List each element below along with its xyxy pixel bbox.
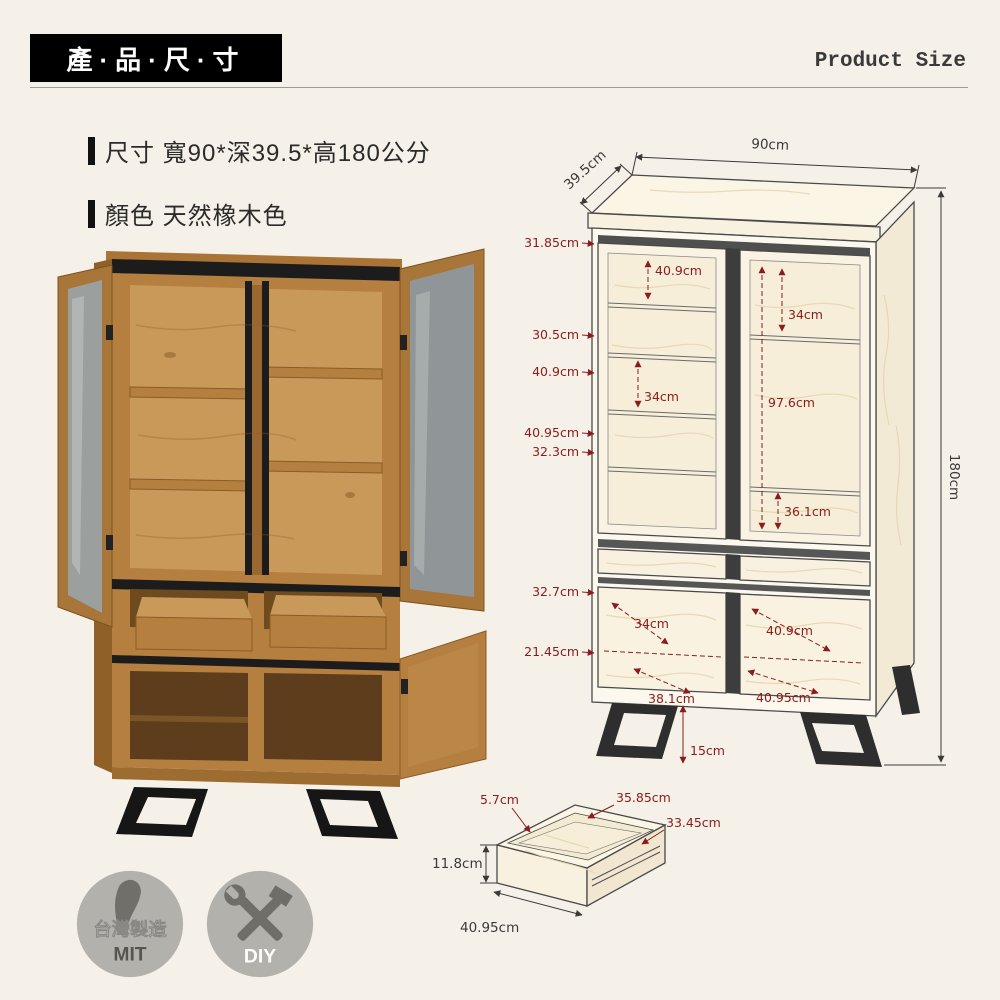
hinge-icon bbox=[401, 679, 408, 694]
badge-circle bbox=[76, 870, 184, 978]
dim-label: 97.6cm bbox=[768, 395, 815, 410]
dimension-diagram: 39.5cm 90cm 180cm 31.85cm 30.5cm 40.9cm … bbox=[524, 136, 962, 767]
drawer-dims: 5.7cm 35.85cm 33.45cm 11.8cm 40.95cm bbox=[432, 790, 720, 936]
mit-badge: 台灣製造 MIT bbox=[74, 868, 186, 980]
dim-label: 34cm bbox=[788, 307, 823, 322]
mit-badge-text: 台灣製造 bbox=[93, 919, 167, 940]
diy-badge-text: DIY bbox=[244, 947, 276, 968]
dim-label: 38.1cm bbox=[648, 691, 695, 706]
dim-label: 36.1cm bbox=[784, 504, 831, 519]
spec-size-text: 尺寸 寬90*深39.5*高180公分 bbox=[105, 140, 431, 167]
dim-label: 5.7cm bbox=[480, 792, 519, 807]
dim-label: 40.95cm bbox=[460, 920, 519, 936]
drawer-diagram: 5.7cm 35.85cm 33.45cm 11.8cm 40.95cm bbox=[432, 790, 720, 936]
dims-left: 31.85cm 30.5cm 40.9cm 40.95cm 32.3cm 32.… bbox=[524, 235, 595, 659]
drawer-box bbox=[495, 804, 667, 908]
taiwan-island-icon bbox=[115, 879, 141, 932]
photo-open-drawers bbox=[112, 579, 400, 652]
dim-label: 40.95cm bbox=[524, 425, 579, 440]
photo-metal-legs bbox=[116, 787, 398, 839]
dim-label: 34cm bbox=[634, 616, 669, 631]
diy-badge: DIY bbox=[204, 868, 316, 980]
cabinet-metal-legs bbox=[596, 665, 920, 767]
dim-label: 15cm bbox=[690, 743, 725, 758]
spec-size-row: 尺寸 寬90*深39.5*高180公分 bbox=[88, 133, 431, 168]
dim-label: 30.5cm bbox=[532, 327, 579, 342]
dim-label: 35.85cm bbox=[616, 790, 671, 805]
dim-height: 180cm bbox=[884, 187, 962, 766]
spec-bullet-bar bbox=[88, 136, 95, 165]
dim-label-width: 90cm bbox=[751, 136, 789, 154]
mit-badge-sub: MIT bbox=[113, 945, 146, 966]
hinge-icon bbox=[106, 325, 113, 340]
dim-label-depth: 39.5cm bbox=[561, 147, 609, 193]
dim-label: 21.45cm bbox=[524, 644, 579, 659]
dim-label: 40.9cm bbox=[766, 623, 813, 638]
photo-bottom-cabinet bbox=[112, 630, 487, 787]
page-title-en: Product Size bbox=[814, 50, 966, 73]
dim-label: 40.95cm bbox=[756, 690, 811, 705]
spec-color-row: 顏色 天然橡木色 bbox=[88, 196, 288, 231]
header-divider bbox=[30, 87, 968, 88]
dim-label: 31.85cm bbox=[524, 235, 579, 250]
dim-label-height: 180cm bbox=[946, 454, 962, 500]
dim-label: 40.9cm bbox=[532, 364, 579, 379]
dims-inner: 40.9cm 34cm 34cm 97.6cm 36.1cm 34cm 40.9… bbox=[603, 260, 865, 764]
spec-bullet-bar bbox=[88, 199, 95, 228]
dim-label: 40.9cm bbox=[655, 263, 702, 278]
photo-open-glass-doors bbox=[57, 248, 485, 628]
hinge-icon bbox=[400, 551, 407, 566]
crossed-tools-icon bbox=[224, 884, 293, 941]
dim-label: 32.7cm bbox=[532, 584, 579, 599]
hinge-icon bbox=[400, 335, 407, 350]
dim-width: 90cm bbox=[631, 136, 920, 189]
dim-label: 33.45cm bbox=[666, 815, 720, 830]
dim-label: 34cm bbox=[644, 389, 679, 404]
product-photo bbox=[57, 248, 487, 839]
page-title-badge: 產·品·尺·寸 bbox=[30, 34, 282, 82]
hinge-icon bbox=[106, 535, 113, 550]
spec-color-text: 顏色 天然橡木色 bbox=[105, 203, 288, 230]
dim-label: 32.3cm bbox=[532, 444, 579, 459]
dim-label: 11.8cm bbox=[432, 856, 483, 872]
page-title-zh: 產·品·尺·寸 bbox=[66, 44, 246, 75]
